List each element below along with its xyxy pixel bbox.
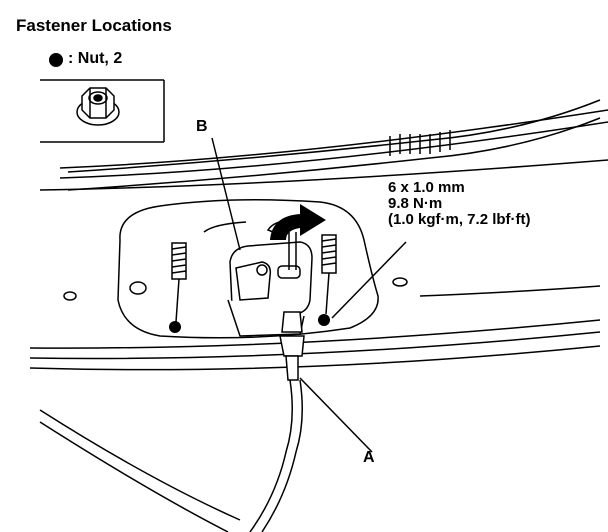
legend-box (40, 79, 165, 143)
nut-icon (76, 87, 120, 126)
weatherstrip-tube (67, 99, 601, 191)
cable (39, 311, 305, 532)
legend-bullet-icon (49, 53, 63, 67)
spec-line-1: 6 x 1.0 mm (388, 179, 465, 196)
legend-label: : Nut, 2 (68, 50, 123, 67)
spec-line-3: (1.0 kgf·m, 7.2 lbf·ft) (388, 211, 531, 228)
door-panel-outline (29, 109, 608, 371)
callout-b: B (196, 118, 208, 135)
cable-bracket (227, 219, 313, 337)
stud-left (171, 242, 187, 323)
stud-right (321, 234, 337, 315)
nut-marker-left (169, 321, 181, 333)
torque-spec: 6 x 1.0 mm 9.8 N·m (1.0 kgf·m, 7.2 lbf·f… (388, 180, 531, 228)
spec-line-2: 9.8 N·m (388, 195, 443, 212)
access-opening (117, 199, 379, 339)
callout-a: A (363, 449, 375, 466)
panel-holes (63, 277, 408, 301)
opening-inner-edge (203, 221, 247, 233)
leader-lines (211, 137, 407, 453)
direction-arrow-icon (270, 204, 326, 240)
nut-marker-right (318, 314, 330, 326)
page-title: Fastener Locations (16, 16, 172, 35)
